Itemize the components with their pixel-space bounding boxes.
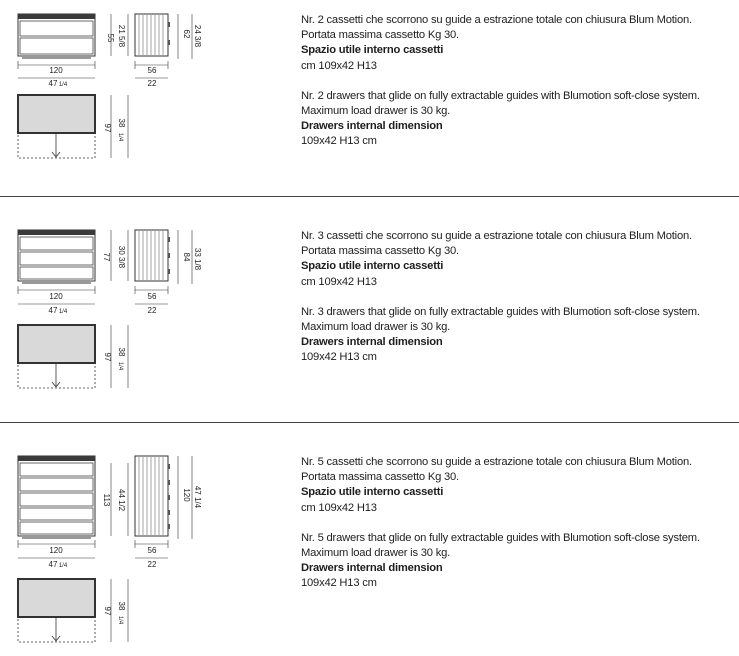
front-height-in: 44 1/2 <box>117 489 126 512</box>
description: Nr. 3 cassetti che scorrono su guide a e… <box>301 229 700 366</box>
technical-drawing: 120 47 1/4 55 21 5/8 56 22 62 24 3/8 <box>17 13 202 159</box>
top-depth-in-frac: 1/4 <box>117 616 123 625</box>
side-depth-cm: 56 <box>148 292 157 301</box>
top-depth-cm: 97 <box>103 607 112 616</box>
italian-line-2: Portata massima cassetto Kg 30. <box>301 471 459 484</box>
italian-line-1: Nr. 5 cassetti che scorrono su guide a e… <box>301 456 692 468</box>
side-view <box>134 455 170 537</box>
english-dimension: 109x42 H13 cm <box>301 135 377 148</box>
english-dimension: 109x42 H13 cm <box>301 577 377 590</box>
front-view <box>17 229 96 284</box>
italian-title: Spazio utile interno cassetti <box>301 44 444 57</box>
front-height-in: 21 5/8 <box>117 25 126 48</box>
front-view <box>17 13 96 59</box>
italian-line-2: Portata massima cassetto Kg 30. <box>301 245 459 258</box>
english-line-2: Maximum load drawer is 30 kg. <box>301 321 451 334</box>
front-height-cm: 77 <box>102 253 111 262</box>
top-depth-in-frac: 1/4 <box>117 133 123 142</box>
front-width-in: 47 <box>49 306 58 315</box>
side-height-cm: 62 <box>182 30 191 39</box>
section-divider <box>0 196 739 197</box>
english-line-2: Maximum load drawer is 30 kg. <box>301 547 451 560</box>
front-height-in: 30 3/8 <box>117 246 126 269</box>
top-depth-in: 38 <box>117 348 126 357</box>
top-view <box>17 578 96 643</box>
side-depth-in: 22 <box>148 560 157 569</box>
english-title: Drawers internal dimension <box>301 120 443 133</box>
side-height-cm: 84 <box>182 253 191 262</box>
italian-title: Spazio utile interno cassetti <box>301 486 444 499</box>
italian-dimension: cm 109x42 H13 <box>301 59 377 72</box>
english-title: Drawers internal dimension <box>301 336 443 349</box>
italian-title: Spazio utile interno cassetti <box>301 260 444 273</box>
front-width-cm: 120 <box>49 66 63 75</box>
front-width-in: 47 <box>49 560 58 569</box>
product-section-2-drawers: 120 47 1/4 55 21 5/8 56 22 62 24 3/8 <box>0 0 739 196</box>
description: Nr. 5 cassetti che scorrono su guide a e… <box>301 455 700 592</box>
english-line-1: Nr. 3 drawers that glide on fully extrac… <box>301 305 700 318</box>
top-depth-in: 38 <box>117 602 126 611</box>
front-width-in-frac: 1/4 <box>59 563 68 569</box>
front-width-in: 47 <box>49 79 58 88</box>
italian-dimension: cm 109x42 H13 <box>301 501 377 514</box>
side-depth-in: 22 <box>148 79 157 88</box>
top-depth-in-frac: 1/4 <box>117 362 123 371</box>
top-depth-in: 38 <box>117 119 126 128</box>
side-height-in: 24 3/8 <box>193 25 202 48</box>
front-width-in-frac: 1/4 <box>59 82 68 88</box>
side-view <box>134 13 170 57</box>
english-line-2: Maximum load drawer is 30 kg. <box>301 105 451 118</box>
front-height-cm: 113 <box>102 494 111 507</box>
top-depth-cm: 97 <box>103 124 112 133</box>
side-height-cm: 120 <box>182 488 191 502</box>
italian-line-2: Portata massima cassetto Kg 30. <box>301 29 459 42</box>
italian-line-1: Nr. 3 cassetti che scorrono su guide a e… <box>301 230 692 242</box>
product-section-3-drawers: 120 47 1/4 77 30 3/8 56 22 84 33 1/8 <box>0 197 739 422</box>
front-width-cm: 120 <box>49 546 63 555</box>
italian-line-1: Nr. 2 cassetti che scorrono su guide a e… <box>301 14 692 26</box>
english-line-1: Nr. 5 drawers that glide on fully extrac… <box>301 531 700 544</box>
technical-drawing: 120 47 1/4 113 44 1/2 56 22 120 <box>17 455 202 643</box>
technical-drawing: 120 47 1/4 77 30 3/8 56 22 84 33 1/8 <box>17 229 202 389</box>
top-view <box>17 94 96 159</box>
section-divider <box>0 422 739 423</box>
front-width-in-frac: 1/4 <box>59 309 68 315</box>
side-depth-in: 22 <box>148 306 157 315</box>
top-view <box>17 324 96 389</box>
english-line-1: Nr. 2 drawers that glide on fully extrac… <box>301 89 700 102</box>
italian-dimension: cm 109x42 H13 <box>301 275 377 288</box>
side-view <box>134 229 170 282</box>
front-height-cm: 55 <box>106 34 115 43</box>
english-dimension: 109x42 H13 cm <box>301 351 377 364</box>
side-depth-cm: 56 <box>148 546 157 555</box>
front-view <box>17 455 96 539</box>
english-title: Drawers internal dimension <box>301 562 443 575</box>
side-height-in: 47 1/4 <box>193 486 202 509</box>
front-width-cm: 120 <box>49 292 63 301</box>
side-height-in: 33 1/8 <box>193 248 202 271</box>
top-depth-cm: 97 <box>103 353 112 362</box>
side-depth-cm: 56 <box>148 66 157 75</box>
product-section-5-drawers: 120 47 1/4 113 44 1/2 56 22 120 <box>0 423 739 656</box>
description: Nr. 2 cassetti che scorrono su guide a e… <box>301 13 700 150</box>
